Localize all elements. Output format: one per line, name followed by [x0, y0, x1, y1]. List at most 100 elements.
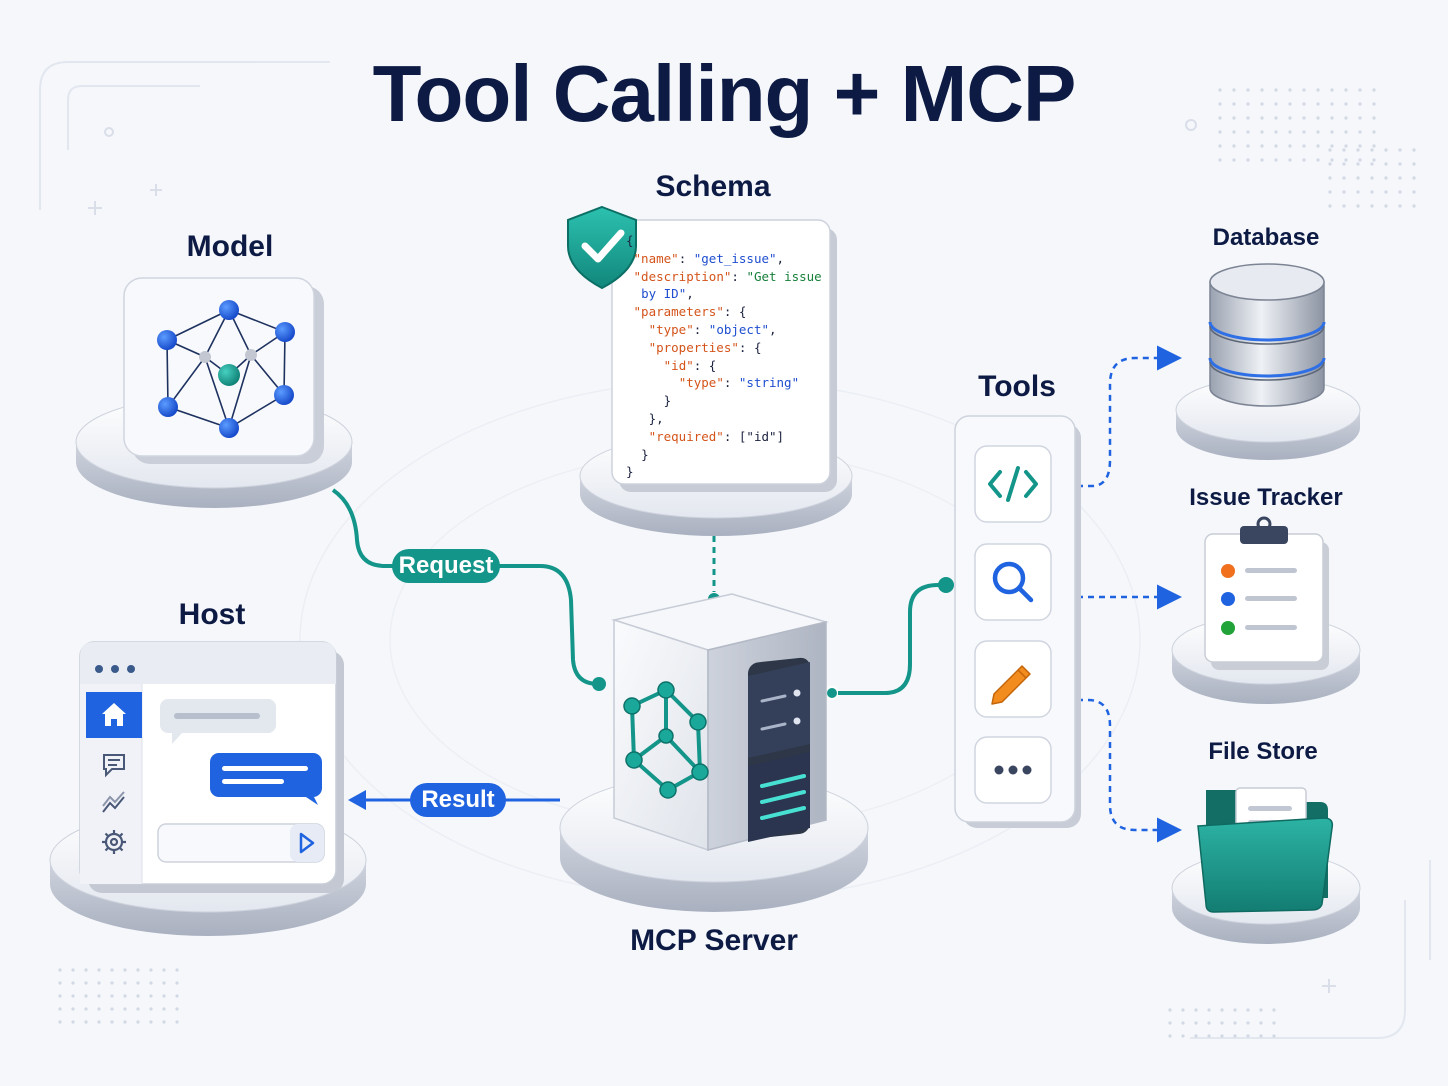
grid-dot	[1181, 1021, 1185, 1025]
tool-more[interactable]	[974, 736, 1052, 804]
grid-dot	[58, 1007, 62, 1011]
grid-dot	[1316, 116, 1320, 120]
code-key: "description"	[633, 268, 732, 284]
grid-dot	[1358, 116, 1362, 120]
grid-dot	[149, 981, 153, 985]
grid-dot	[1342, 204, 1346, 208]
grid-dot	[71, 994, 75, 998]
grid-dot	[1398, 148, 1402, 152]
model-node	[75, 277, 353, 508]
code-key: "id"	[663, 357, 694, 373]
grid-dot	[1412, 204, 1416, 208]
grid-dot	[1259, 1021, 1263, 1025]
issue-tracker-label: Issue Tracker	[1189, 484, 1343, 511]
grid-dot	[1344, 116, 1348, 120]
grid-dot	[1344, 88, 1348, 92]
grid-dot	[1168, 1034, 1172, 1038]
incoming-chat-bubble	[160, 699, 276, 744]
grid-dot	[1274, 102, 1278, 106]
grid-dot	[175, 1020, 179, 1024]
grid-dot	[1246, 116, 1250, 120]
settings-icon[interactable]	[102, 830, 126, 854]
grid-dot	[1358, 88, 1362, 92]
grid-dot	[1370, 148, 1374, 152]
grid-dot	[1260, 144, 1264, 148]
grid-dot	[1260, 116, 1264, 120]
grid-dot	[1412, 190, 1416, 194]
database-label: Database	[1212, 224, 1320, 251]
grid-dot	[1384, 162, 1388, 166]
mcp-server-node	[559, 593, 869, 912]
grid-dot	[1274, 130, 1278, 134]
grid-dot	[1220, 1034, 1224, 1038]
grid-dot	[1207, 1034, 1211, 1038]
grid-dot	[1398, 204, 1402, 208]
tool-code[interactable]	[974, 445, 1052, 523]
grid-dot	[1288, 102, 1292, 106]
grid-dot	[58, 981, 62, 985]
grid-dot	[1218, 102, 1222, 106]
grid-dot	[97, 968, 101, 972]
schema-node	[567, 205, 853, 536]
code-line: }	[626, 464, 634, 480]
grid-dot	[1246, 88, 1250, 92]
grid-dot	[1328, 148, 1332, 152]
grid-dot	[136, 981, 140, 985]
code-line: {	[626, 233, 634, 248]
grid-dot	[1218, 116, 1222, 120]
grid-dot	[1356, 204, 1360, 208]
grid-dot	[1181, 1008, 1185, 1012]
clipboard-icon	[1204, 516, 1329, 670]
grid-dot	[1302, 144, 1306, 148]
model-label: Model	[186, 230, 274, 263]
more-icon	[994, 765, 1032, 775]
grid-dot	[58, 1020, 62, 1024]
grid-dot	[1358, 102, 1362, 106]
code-key: "name"	[633, 250, 679, 266]
grid-dot	[1232, 158, 1236, 162]
grid-dot	[1168, 1021, 1172, 1025]
grid-dot	[175, 994, 179, 998]
chat-icon[interactable]	[103, 754, 125, 778]
code-key: "type"	[648, 321, 694, 337]
grid-dot	[1370, 190, 1374, 194]
grid-dot	[162, 1020, 166, 1024]
grid-dot	[84, 981, 88, 985]
grid-dot	[1246, 1034, 1250, 1038]
home-icon[interactable]	[86, 692, 142, 738]
grid-dot	[1302, 130, 1306, 134]
grid-dot	[149, 1007, 153, 1011]
grid-dot	[1274, 158, 1278, 162]
grid-dot	[136, 968, 140, 972]
analytics-icon[interactable]	[102, 791, 125, 813]
mcp-graph-nodes	[623, 681, 709, 799]
tool-search[interactable]	[974, 543, 1052, 621]
grid-dot	[58, 968, 62, 972]
grid-dot	[84, 968, 88, 972]
grid-dot	[1328, 204, 1332, 208]
grid-dot	[175, 981, 179, 985]
grid-dot	[1302, 158, 1306, 162]
grid-dot	[123, 968, 127, 972]
grid-dot	[1233, 1034, 1237, 1038]
model-to-server-connector	[331, 488, 606, 691]
tool-edit[interactable]	[974, 640, 1052, 718]
grid-dot	[1272, 1034, 1276, 1038]
grid-dot	[1194, 1021, 1198, 1025]
grid-dot	[97, 1020, 101, 1024]
grid-dot	[1274, 116, 1278, 120]
code-line: }	[641, 446, 649, 462]
grid-dot	[175, 968, 179, 972]
grid-dot	[1384, 148, 1388, 152]
grid-dot	[136, 994, 140, 998]
mcp-server-label: MCP Server	[630, 924, 798, 957]
grid-dot	[1168, 1008, 1172, 1012]
grid-dot	[71, 981, 75, 985]
send-icon[interactable]	[290, 824, 324, 862]
request-label: Request	[398, 552, 494, 579]
search-icon	[992, 561, 1034, 603]
grid-dot	[1358, 158, 1362, 162]
grid-dot	[1342, 176, 1346, 180]
grid-dot	[1232, 116, 1236, 120]
grid-dot	[1233, 1008, 1237, 1012]
